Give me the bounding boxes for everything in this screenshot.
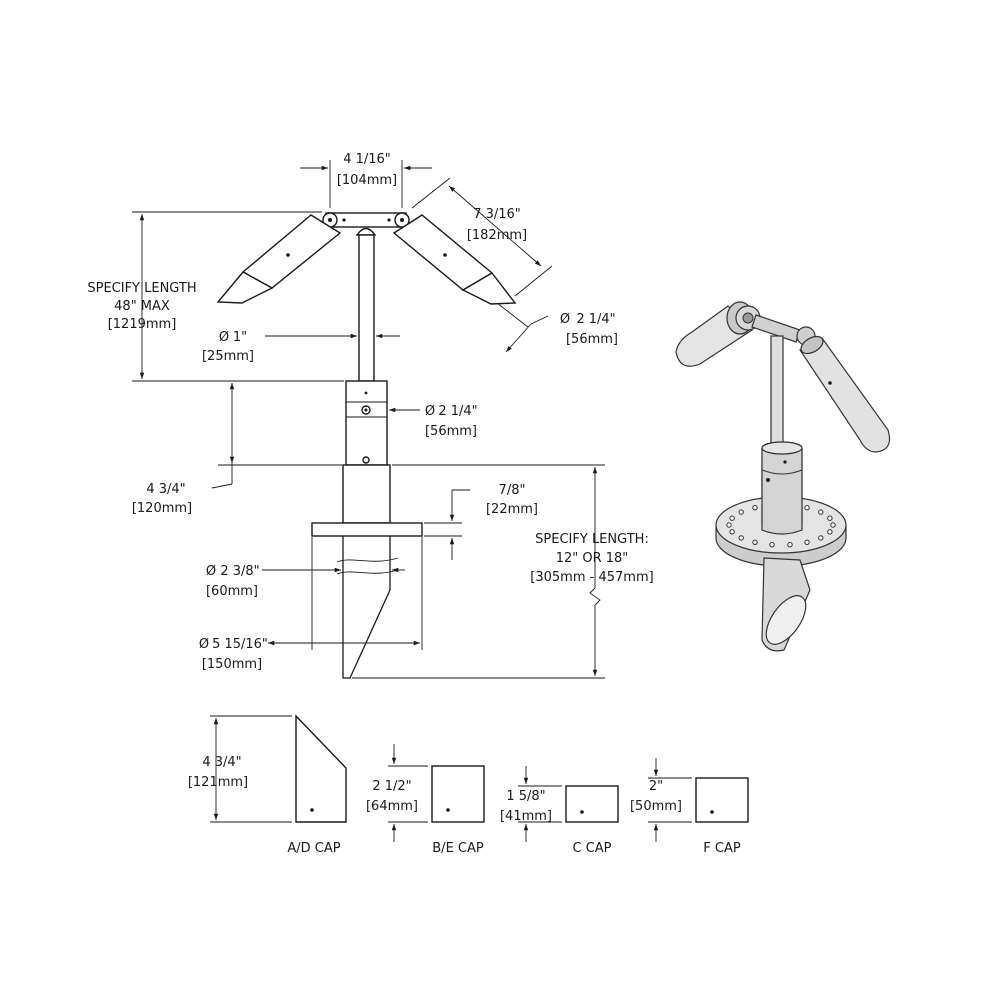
f-cap-dim-in: 2" (649, 779, 663, 794)
ad-cap-dim-in: 4 3/4" (202, 755, 241, 770)
iso-flange-hole (738, 535, 744, 541)
dim-head-length-mm: [182mm] (467, 228, 527, 243)
dim-coupler-dia-in: 2 1/4" (438, 404, 477, 419)
ad-cap-dim-mm: [121mm] (188, 775, 248, 790)
dim-head-dia-mm: [56mm] (566, 332, 618, 347)
stake-length-line3: [305mm - 457mm] (530, 570, 653, 585)
iso-right-head (796, 326, 891, 453)
dim-flange-dia-in: 5 15/16" (212, 637, 268, 652)
diameter-symbol: Ø (206, 564, 216, 579)
iso-spike (761, 557, 811, 652)
dim-coupler-length-mm: [120mm] (132, 501, 192, 516)
iso-flange-hole (830, 522, 836, 528)
stake-length-line1: SPECIFY LENGTH: (535, 532, 649, 547)
dim-flange-in: 7/8" (499, 483, 526, 498)
diameter-symbol: Ø (425, 404, 435, 419)
iso-flange-hole (787, 542, 793, 548)
ad-cap (210, 714, 347, 823)
stem-length-line2: 48" MAX (114, 299, 170, 314)
dim-spread-in: 4 1/16" (343, 152, 391, 167)
dimension-lines (132, 160, 605, 679)
dim-stake-dia-in: 2 3/8" (220, 564, 259, 579)
coupler (345, 380, 388, 466)
dim-coupler-length-in: 4 3/4" (146, 482, 185, 497)
iso-flange-hole (804, 539, 810, 545)
f-cap (648, 758, 749, 842)
iso-flange-hole (729, 515, 735, 521)
stem-length-line3: [1219mm] (108, 317, 177, 332)
ground-stake (311, 464, 423, 679)
c-cap (518, 766, 619, 842)
iso-flange-hole (804, 505, 810, 511)
c-cap-dim-mm: [41mm] (500, 809, 552, 824)
c-cap-dim-in: 1 5/8" (506, 789, 545, 804)
iso-flange-hole (738, 509, 744, 515)
ad-cap-label: A/D CAP (287, 841, 340, 856)
front-elevation (216, 212, 517, 679)
dim-head-length-in: 7 3/16" (473, 207, 521, 222)
dim-flange-dia-mm: [150mm] (202, 657, 262, 672)
be-cap (388, 744, 485, 842)
iso-flange-hole (729, 529, 735, 535)
iso-coupler-front (761, 441, 803, 535)
iso-flange-hole (827, 529, 833, 535)
iso-left-head (675, 301, 761, 367)
f-cap-label: F CAP (703, 841, 741, 856)
dim-stem-dia-mm: [25mm] (202, 349, 254, 364)
crossbar (322, 212, 410, 236)
isometric-view (675, 301, 891, 652)
diameter-symbol: Ø (199, 637, 209, 652)
dim-spread-mm: [104mm] (337, 173, 397, 188)
c-cap-label: C CAP (572, 841, 611, 856)
left-light-head (216, 214, 342, 304)
stake-flange (311, 522, 423, 537)
dim-stem-dia-in: 1" (233, 330, 247, 345)
stem (358, 234, 375, 382)
iso-flange-hole (752, 539, 758, 545)
iso-flange-hole (726, 522, 732, 528)
dim-stake-dia-mm: [60mm] (206, 584, 258, 599)
be-cap-dim-in: 2 1/2" (372, 779, 411, 794)
iso-flange-hole (769, 542, 775, 548)
stem-length-line1: SPECIFY LENGTH (87, 281, 196, 296)
be-cap-label: B/E CAP (432, 841, 484, 856)
dim-coupler-dia-mm: [56mm] (425, 424, 477, 439)
be-cap-dim-mm: [64mm] (366, 799, 418, 814)
dim-head-dia-in: 2 1/4" (576, 312, 615, 327)
iso-flange-hole (818, 509, 824, 515)
iso-flange-hole (818, 535, 824, 541)
iso-stem (770, 335, 784, 445)
diameter-symbol: Ø (560, 312, 570, 327)
diameter-symbol: Ø (219, 330, 229, 345)
dimension-text: 4 1/16" [104mm] 7 3/16" [182mm] Ø 2 1/4"… (87, 152, 653, 672)
stake-length-line2: 12" OR 18" (556, 551, 629, 566)
f-cap-dim-mm: [50mm] (630, 799, 682, 814)
caps-row: 4 3/4" [121mm] A/D CAP 2 1/2" [64mm] B/E… (188, 714, 749, 856)
dim-flange-mm: [22mm] (486, 502, 538, 517)
iso-flange-hole (752, 505, 758, 511)
iso-flange-hole (827, 515, 833, 521)
